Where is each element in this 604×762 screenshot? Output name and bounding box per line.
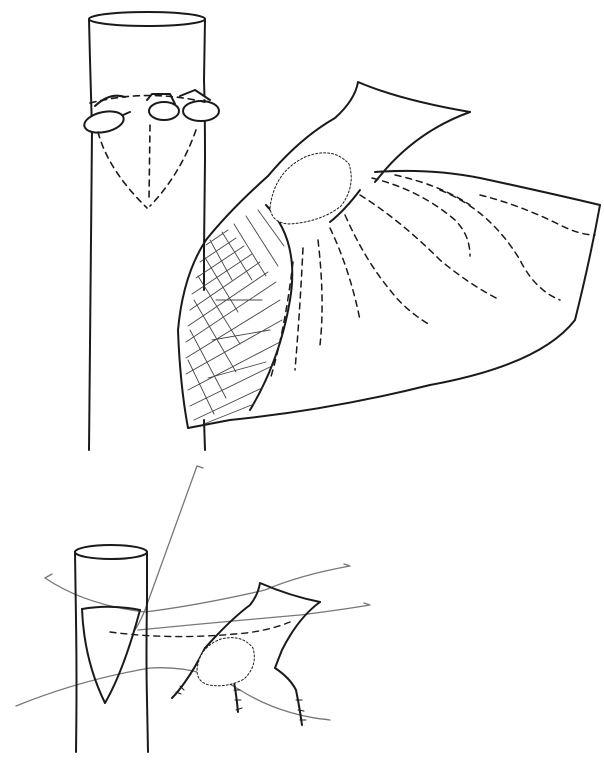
hatch-lines xyxy=(186,210,284,424)
vessel-8 xyxy=(440,190,560,300)
flap-hatched-edge xyxy=(186,210,284,424)
vessel-4 xyxy=(330,228,360,320)
suture-upper-long xyxy=(45,564,350,612)
suture-left-hook xyxy=(45,574,52,578)
bottom-tube-mouth xyxy=(75,545,147,559)
suture-lower xyxy=(16,668,330,720)
incision-v-left xyxy=(98,132,147,208)
stump-mid xyxy=(149,102,179,120)
suture-top-hook xyxy=(197,466,203,468)
segment-top xyxy=(205,583,320,648)
bottom-panel xyxy=(16,466,370,752)
stump-right-neck xyxy=(180,90,210,100)
stump-left xyxy=(82,108,125,136)
top-tube-left-wall xyxy=(89,19,92,450)
flap-right-edge xyxy=(188,205,600,428)
top-panel xyxy=(82,12,600,450)
bottom-tube xyxy=(75,545,148,752)
stump-right xyxy=(183,101,219,121)
vessel-5 xyxy=(318,240,322,345)
bottom-tube-bevel xyxy=(82,609,140,703)
suture-middle xyxy=(138,603,370,630)
vessel-6 xyxy=(295,248,303,370)
vessel-3 xyxy=(345,215,430,325)
top-tube xyxy=(89,12,205,450)
segment-right-leg xyxy=(275,668,302,725)
bottom-tube-right-wall xyxy=(147,552,149,752)
vessel-1 xyxy=(372,178,470,256)
segment-bottom xyxy=(275,602,320,668)
incision-v-mid xyxy=(149,125,150,200)
bottom-opening-stitching xyxy=(197,638,254,686)
incision-v-right xyxy=(150,130,196,206)
bottom-opening xyxy=(197,638,254,686)
bottom-tube-left-wall xyxy=(75,552,77,752)
top-tube-mouth xyxy=(89,12,205,26)
flap-upper-edge xyxy=(375,171,600,205)
flap-tissue xyxy=(178,82,600,428)
vessel-2 xyxy=(360,195,500,300)
top-tube-right-wall xyxy=(204,19,205,290)
sutures xyxy=(16,466,370,720)
